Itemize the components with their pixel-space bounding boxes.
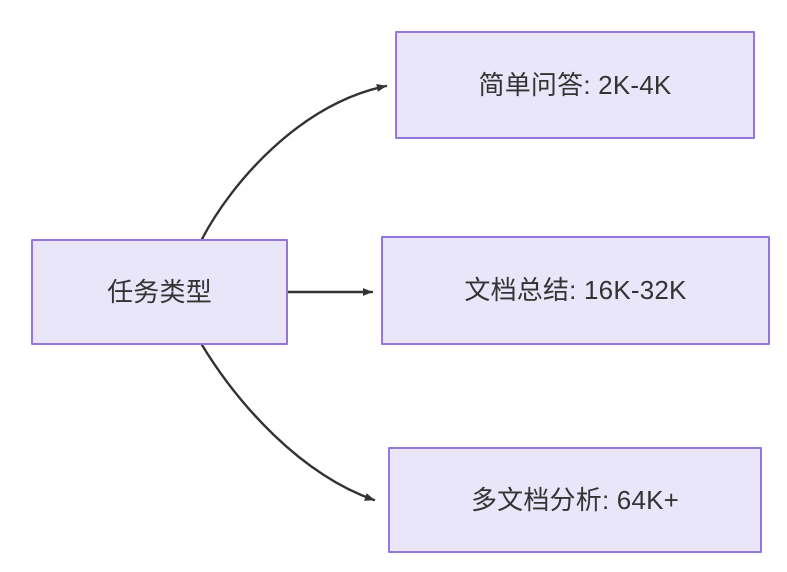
edge-root-to-multi-doc-analysis: [200, 343, 376, 502]
edge-root-to-simple-qa: [200, 83, 388, 241]
node-simple-qa[interactable]: 简单问答: 2K-4K: [395, 31, 755, 139]
node-doc-summary[interactable]: 文档总结: 16K-32K: [381, 236, 770, 345]
node-multi-doc-analysis-label: 多文档分析: 64K+: [470, 484, 680, 515]
node-task-type-label: 任务类型: [107, 276, 212, 307]
node-multi-doc-analysis[interactable]: 多文档分析: 64K+: [388, 447, 762, 553]
node-task-type[interactable]: 任务类型: [31, 239, 288, 345]
node-doc-summary-label: 文档总结: 16K-32K: [464, 275, 687, 306]
node-simple-qa-label: 简单问答: 2K-4K: [478, 69, 672, 100]
